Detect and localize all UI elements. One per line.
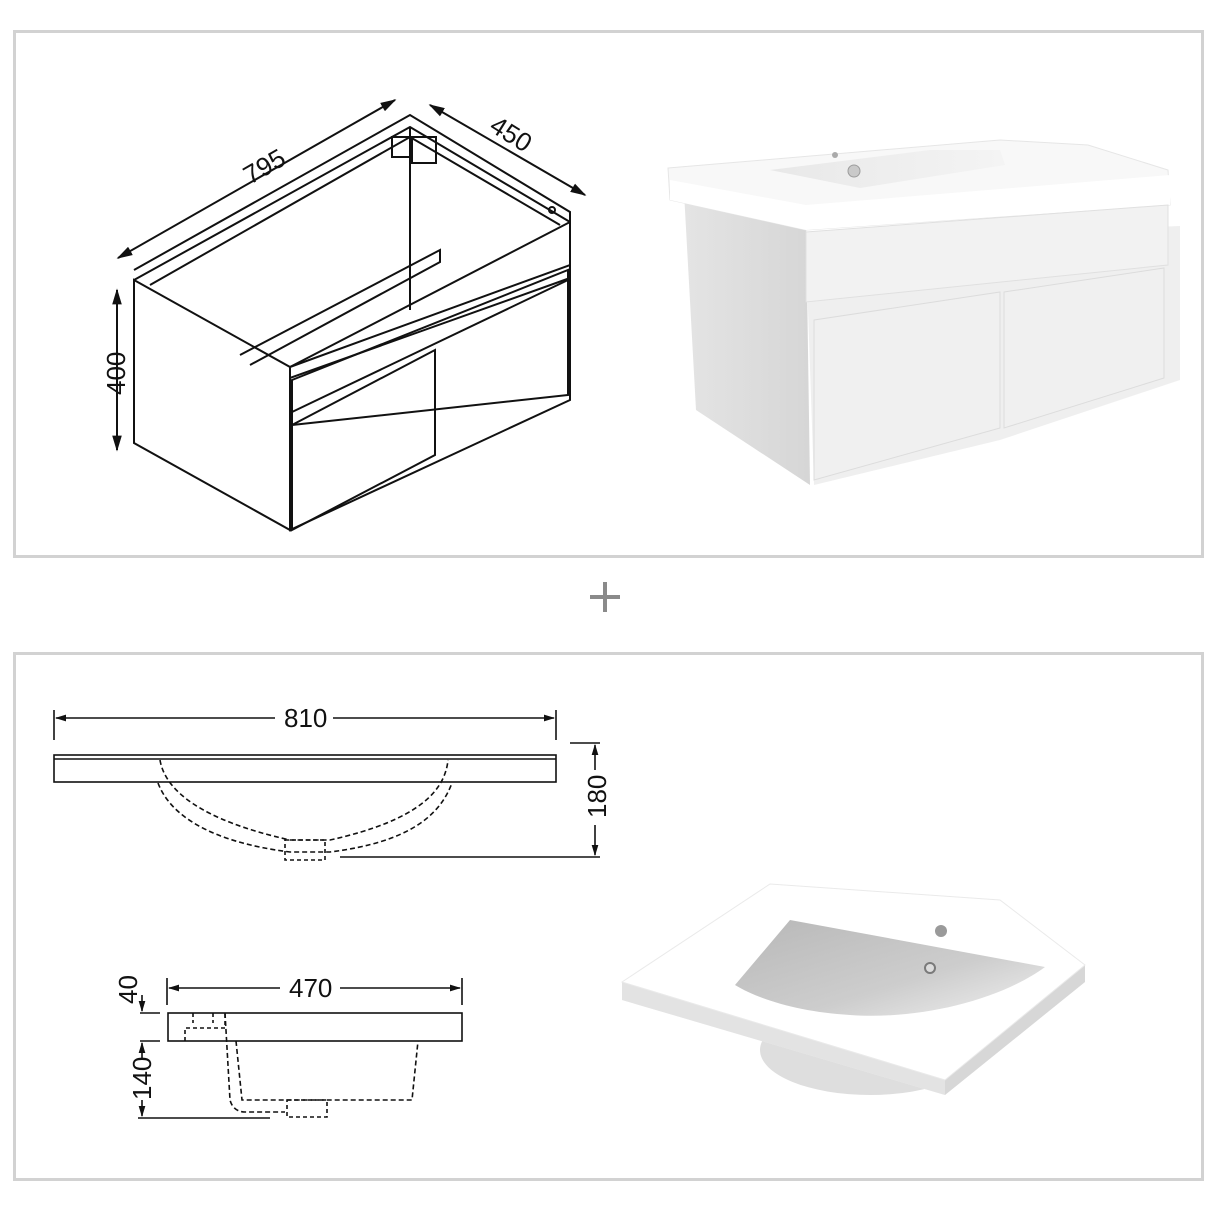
- cabinet-height-label: 400: [101, 352, 131, 395]
- plus-icon: [588, 580, 622, 614]
- basin-width-label: 810: [284, 703, 327, 733]
- basin-height-label: 180: [582, 775, 612, 818]
- basin-bowl-depth-label: 140: [127, 1057, 157, 1100]
- basin-depth-label: 470: [289, 973, 332, 1003]
- basin-top-thickness-label: 40: [113, 975, 143, 1004]
